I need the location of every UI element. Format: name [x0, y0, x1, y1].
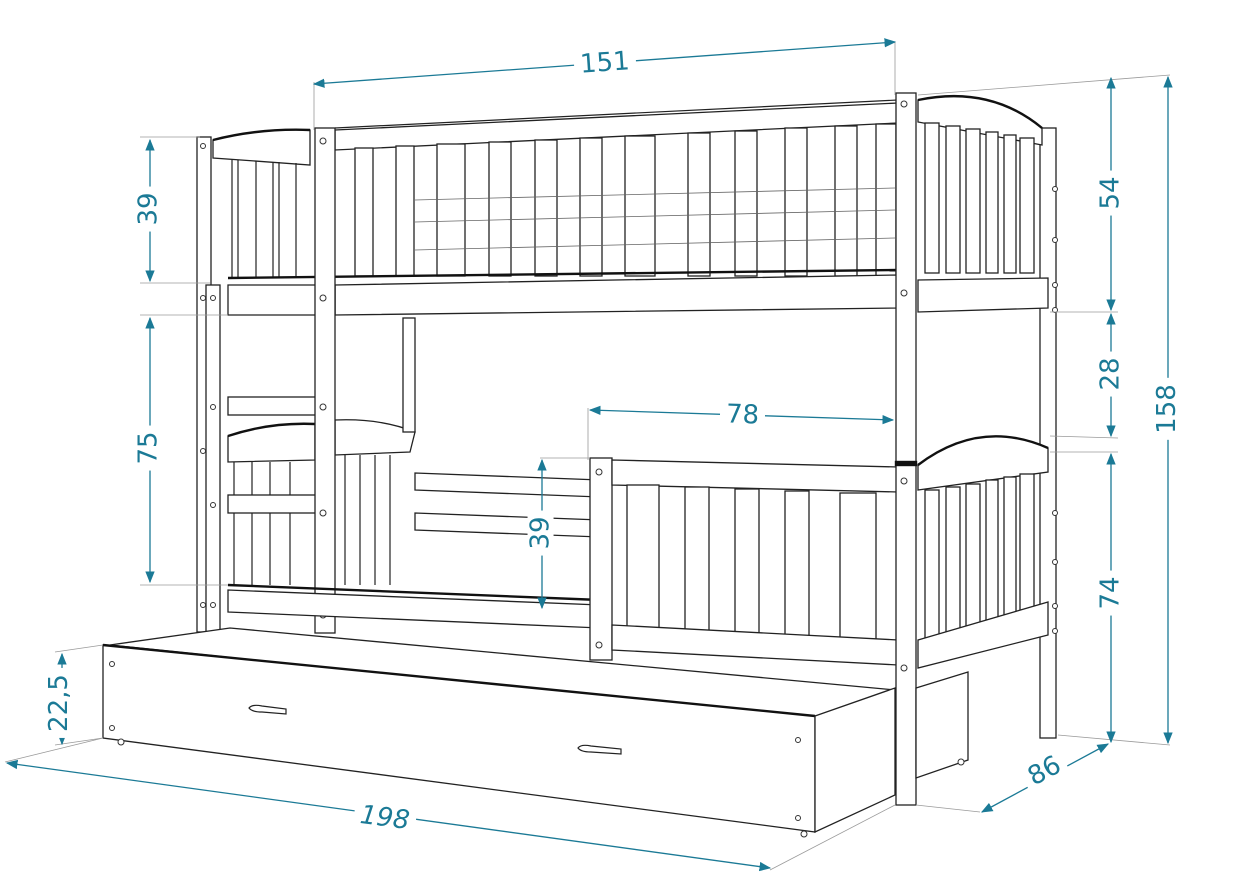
- dim-label-total-length: 198: [352, 800, 417, 836]
- dim-label-headboard-height: 54: [1096, 170, 1126, 216]
- right-end-frame: [917, 94, 1058, 739]
- dim-label-gap-between-bunks: 28: [1096, 351, 1126, 397]
- dim-label-lower-guard-height: 39: [526, 510, 556, 556]
- upper-bunk: [227, 99, 899, 316]
- dim-label-total-height: 158: [1152, 378, 1182, 440]
- left-end-frame: [196, 128, 416, 636]
- front-right-post: [894, 92, 918, 806]
- dim-label-top-width: 151: [573, 46, 637, 80]
- dim-label-lower-clearance: 75: [134, 425, 164, 471]
- dim-label-lower-guard-width: 78: [719, 399, 766, 431]
- lower-bunk: [227, 457, 899, 666]
- dim-label-top-guard-height: 39: [134, 186, 164, 232]
- dim-label-drawer-height: 22,5: [44, 668, 74, 738]
- dim-label-lower-bunk-height: 74: [1096, 570, 1126, 616]
- front-left-post: [200, 127, 336, 634]
- trundle-drawer: [102, 627, 969, 838]
